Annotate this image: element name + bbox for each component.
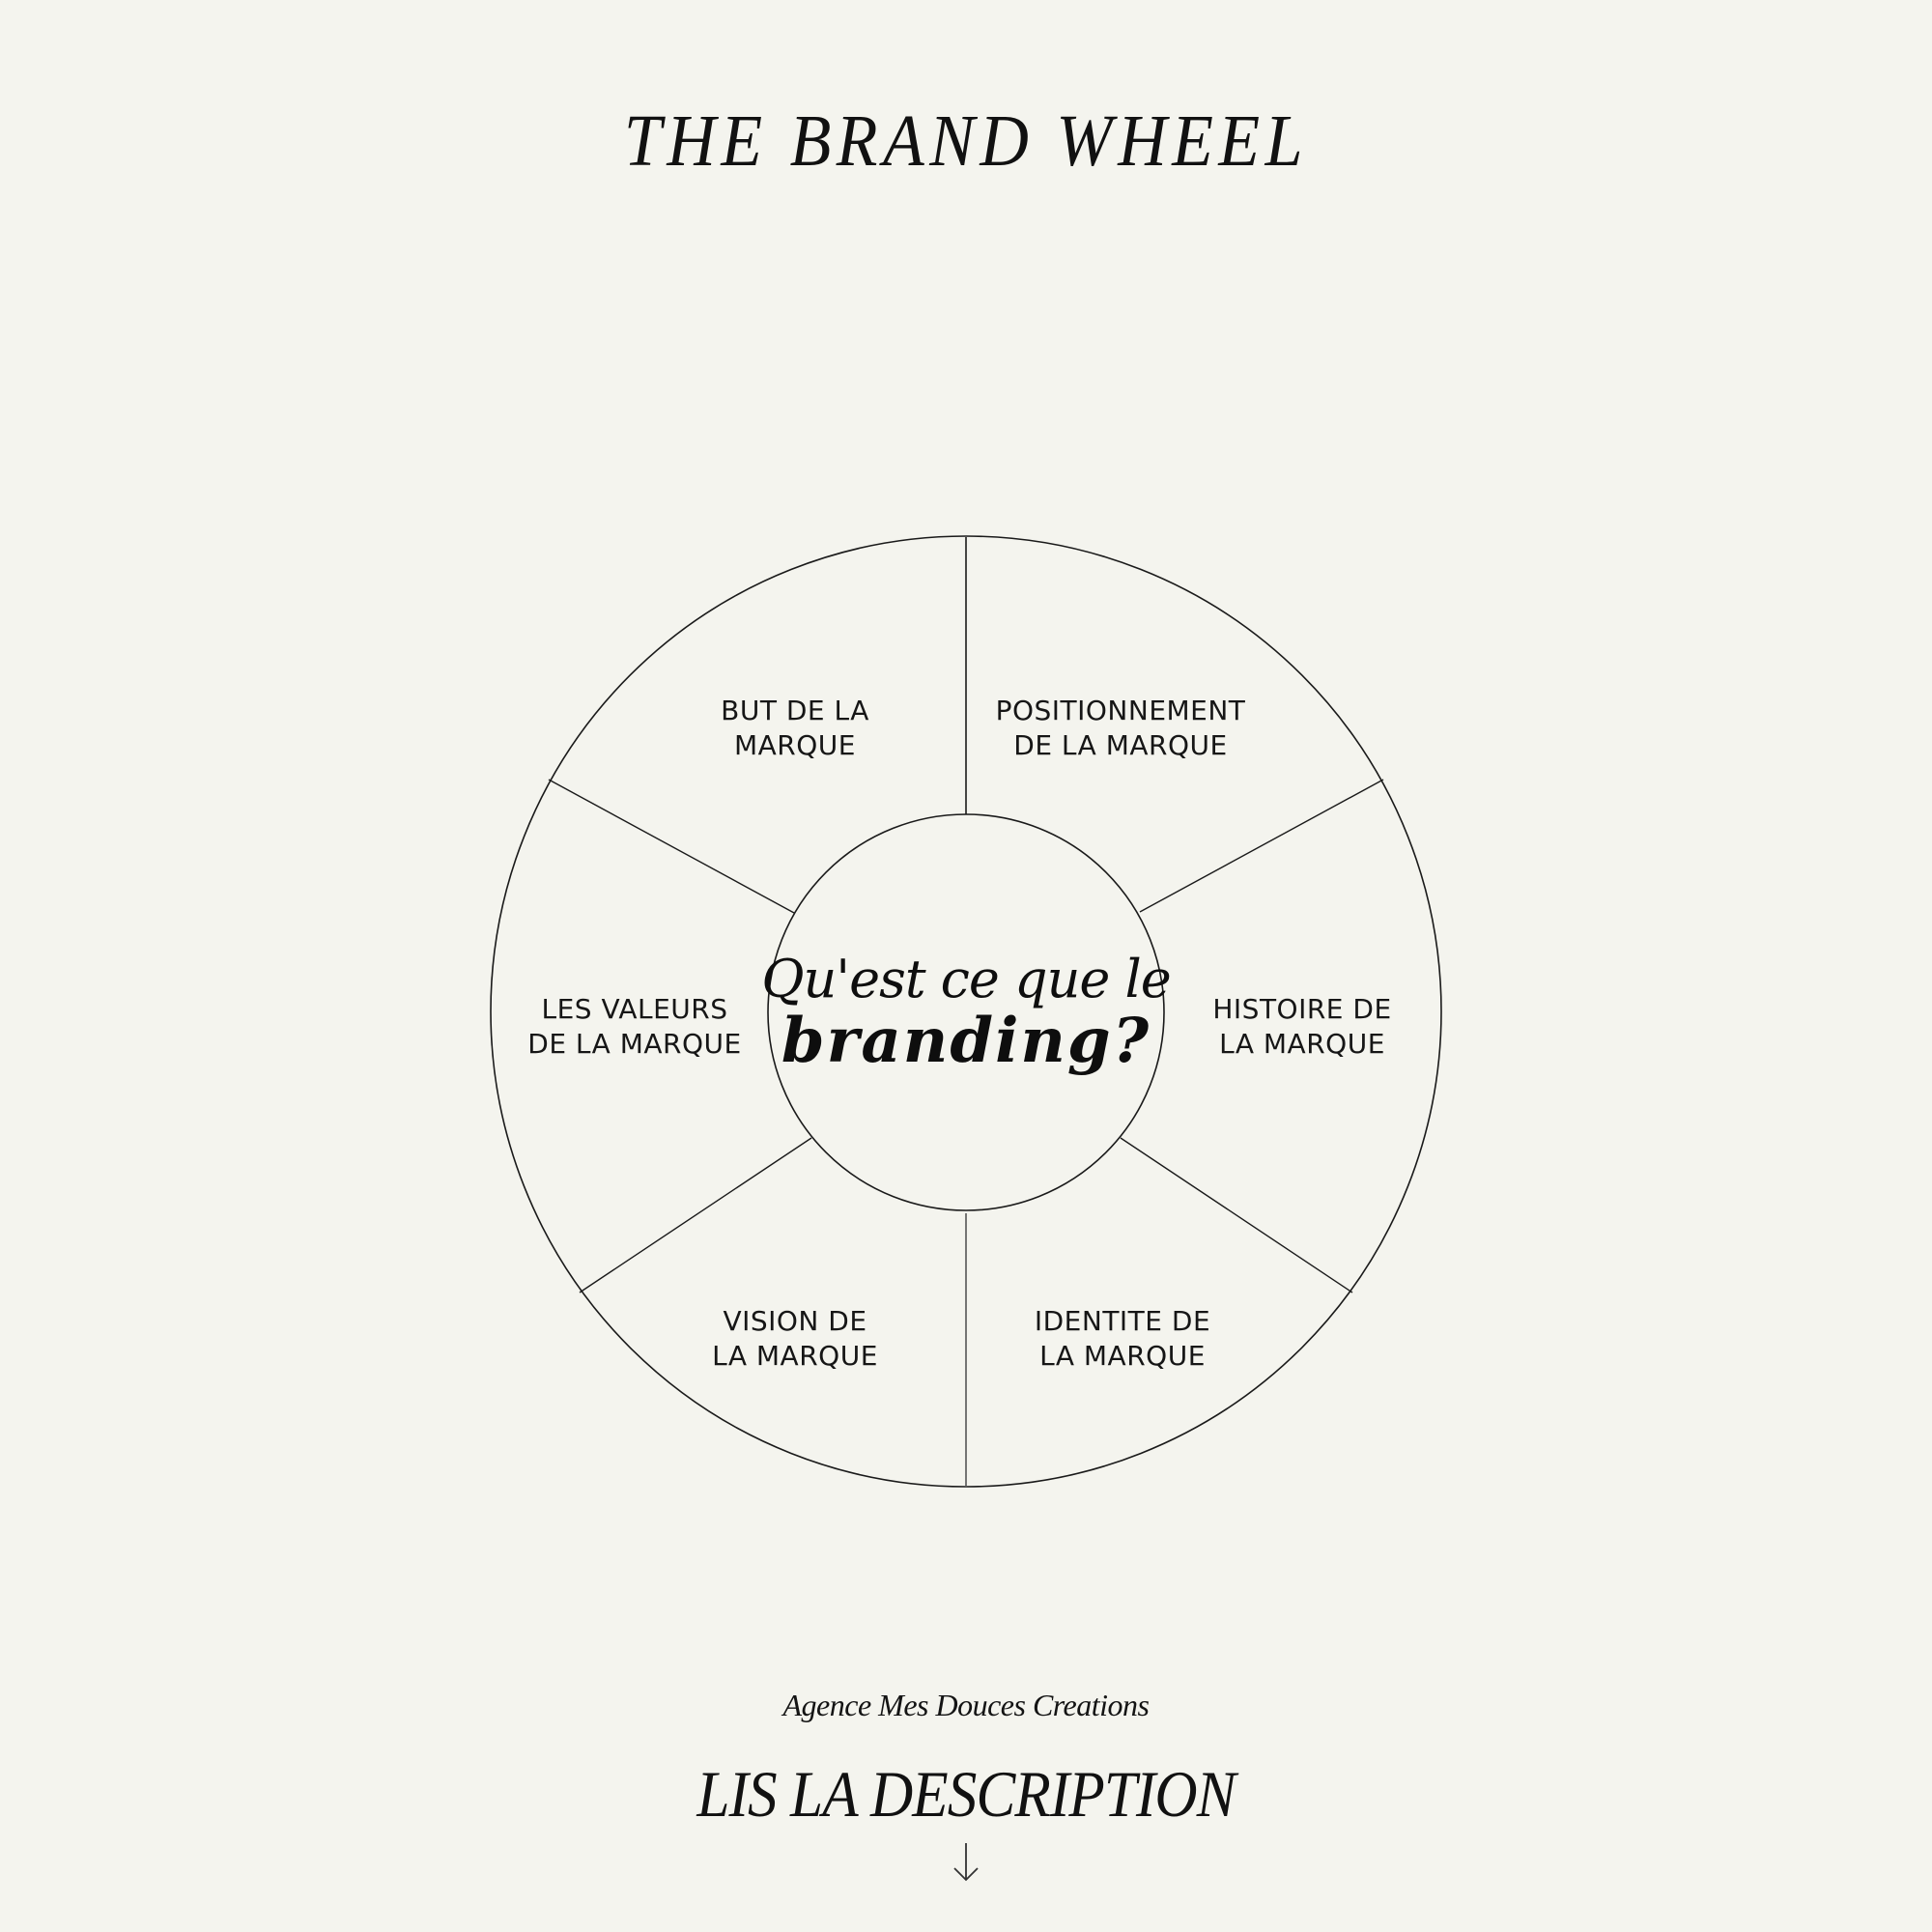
spoke-lower-left (579, 1137, 812, 1293)
segment-histoire: HISTOIRE DE LA MARQUE (1212, 993, 1392, 1060)
spoke-upper-left (548, 779, 795, 914)
arrow-down-icon (953, 1843, 979, 1882)
spoke-upper-right (1139, 779, 1384, 913)
segment-vision: VISION DE LA MARQUE (712, 1305, 878, 1372)
center-question-line1: Qu'est ce que le (761, 949, 1171, 1009)
segment-but: BUT DE LA MARQUE (721, 695, 869, 761)
segment-positionnement: POSITIONNEMENT DE LA MARQUE (995, 695, 1246, 761)
center-question-line2: branding? (781, 1005, 1151, 1077)
agency-name: Agence Mes Douces Creations (782, 1688, 1150, 1722)
segment-identite: IDENTITE DE LA MARQUE (1034, 1305, 1211, 1372)
segment-valeurs: LES VALEURS DE LA MARQUE (527, 993, 742, 1060)
read-description-cta: LIS LA DESCRIPTION (696, 1757, 1236, 1831)
spoke-lower-right (1120, 1137, 1353, 1293)
page-title: THE BRAND WHEEL (623, 100, 1309, 182)
